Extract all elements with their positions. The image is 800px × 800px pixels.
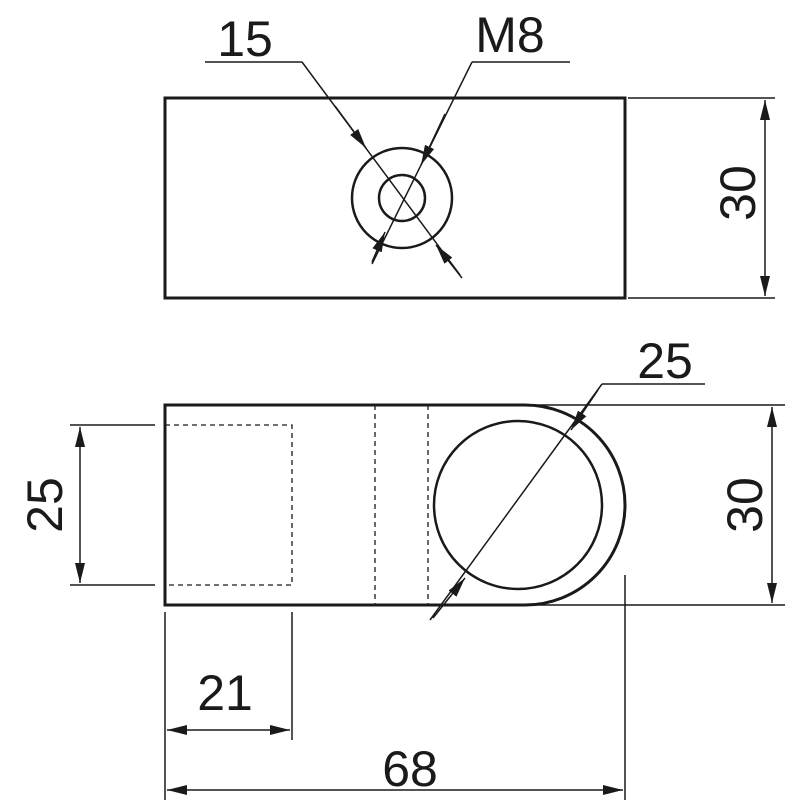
thread-size-label: M8	[475, 7, 544, 63]
front-height-label: 30	[717, 477, 773, 533]
pipe-dimension-leader	[429, 383, 603, 621]
thread-hole-circle	[377, 173, 427, 223]
top-height-label: 30	[710, 165, 766, 221]
top-view: 15 M8 30	[163, 7, 775, 300]
pipe-diameter-label: 25	[637, 333, 693, 389]
top-view-outline	[163, 96, 627, 300]
pipe-arrow-bottom	[432, 577, 466, 619]
thread-arrow-bottom	[371, 231, 386, 263]
front-view: 25 30 25 21 68	[17, 333, 785, 800]
pipe-arrow-top	[570, 389, 599, 431]
counterbore-diameter-label: 15	[217, 11, 273, 67]
counterbore-dimension-leader	[301, 61, 461, 276]
pipe-bore-circle	[432, 419, 604, 591]
counterbore-circle	[350, 146, 454, 250]
front-view-outline	[163, 403, 627, 607]
slot-height-label: 25	[17, 477, 73, 533]
slot-length-label: 21	[197, 665, 253, 721]
counterbore-arrow-bottom	[435, 244, 463, 279]
overall-length-label: 68	[382, 741, 438, 797]
counterbore-arrow-top	[334, 105, 367, 149]
thread-arrow-top	[420, 113, 446, 166]
hidden-slot-outline	[165, 424, 293, 586]
